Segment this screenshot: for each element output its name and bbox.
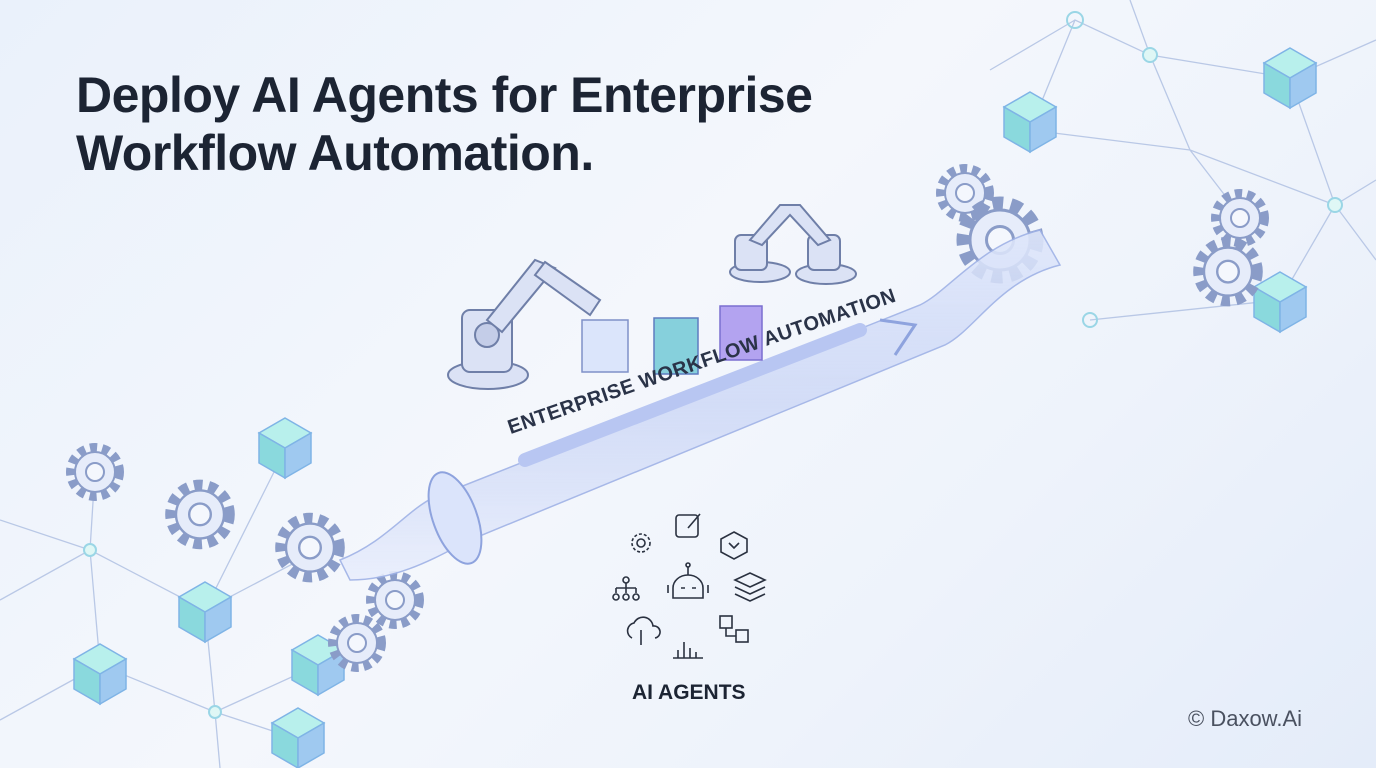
edit-icon [675,513,701,538]
network-nodes [83,11,1343,719]
headline-line-2: Workflow Automation. [76,125,594,181]
copyright-watermark: © Daxow.Ai [1188,706,1303,731]
data-boxes [581,305,763,375]
robot-arms [447,204,857,390]
robot-icon [667,562,709,599]
headline-line-1: Deploy AI Agents for Enterprise [76,67,813,123]
cloud-upload-icon [626,616,661,645]
layers-icon [733,572,767,602]
gear-icon [631,533,651,553]
workflow-tube [338,229,1062,581]
page-title: Deploy AI Agents for Enterprise Workflow… [76,66,813,182]
bar-chart-icon [673,642,703,659]
agent-icons [612,513,767,659]
org-chart-icon [612,576,640,601]
workflow-icon [719,615,749,643]
brain-chip-icon [720,531,748,560]
ai-agents-label: AI AGENTS [632,681,746,704]
